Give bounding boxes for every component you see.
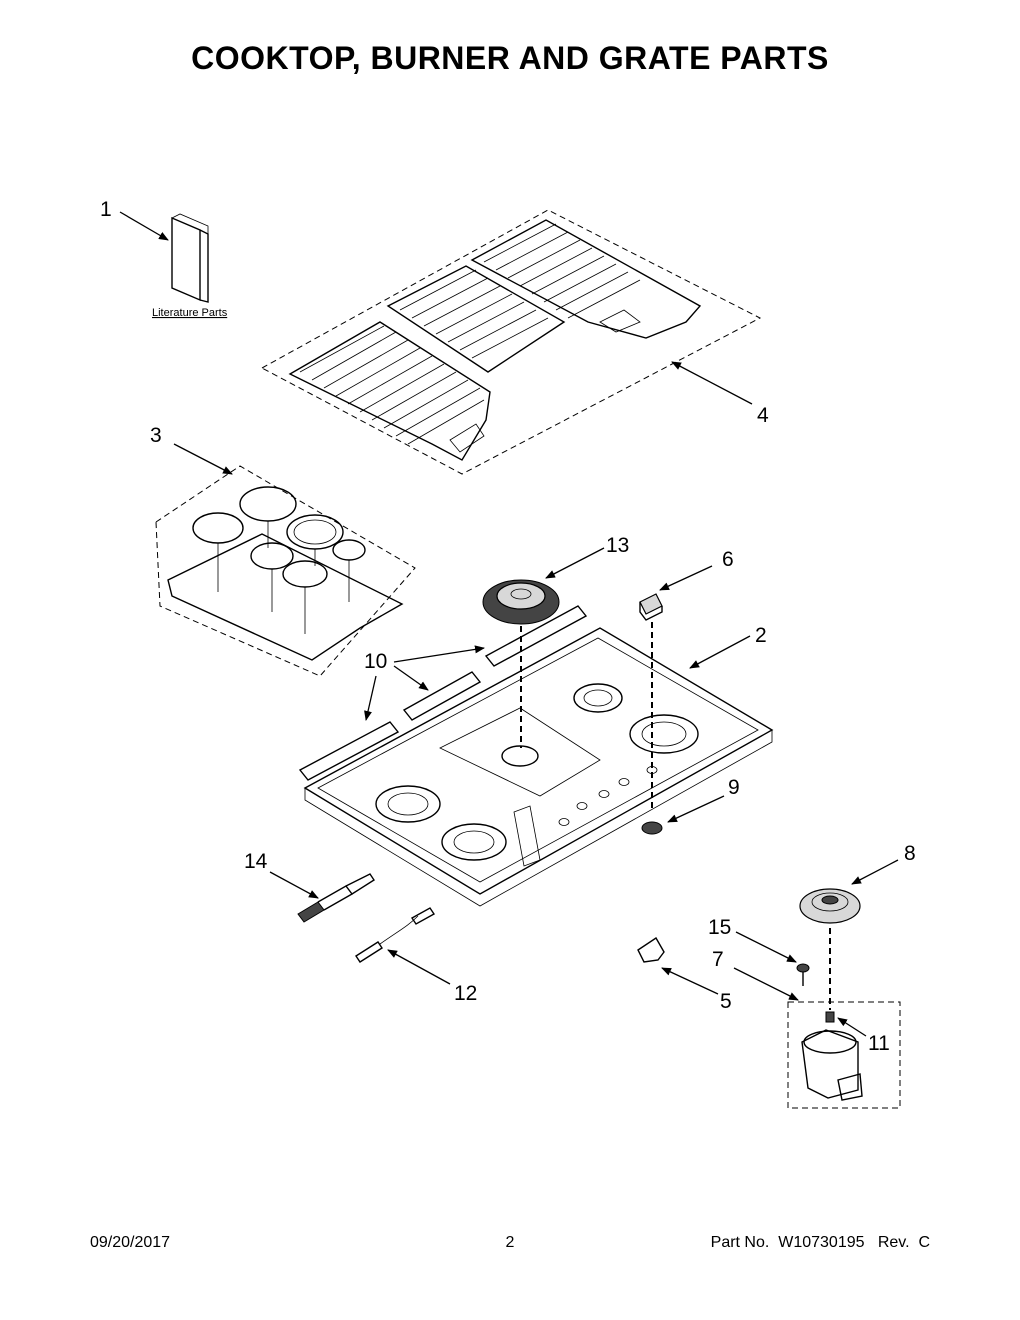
grates-group bbox=[260, 209, 762, 475]
leader-9 bbox=[667, 795, 725, 823]
leader-12 bbox=[387, 949, 451, 985]
burner-opening-rear-right bbox=[573, 683, 623, 713]
leader-14 bbox=[269, 871, 319, 899]
burner-cap-round-2 bbox=[239, 486, 297, 522]
callout-4: 4 bbox=[757, 404, 769, 427]
grate-left bbox=[288, 321, 491, 461]
leader-10b bbox=[393, 665, 429, 691]
burner-head-large bbox=[482, 579, 560, 625]
literature-booklet bbox=[171, 213, 209, 303]
callout-3: 3 bbox=[150, 424, 162, 447]
burner-opening-front-left bbox=[375, 785, 441, 823]
screw bbox=[796, 963, 810, 986]
footer-part-number: Part No. W10730195 Rev. C bbox=[710, 1234, 930, 1251]
callout-11: 11 bbox=[868, 1032, 890, 1055]
leader-11 bbox=[837, 1017, 867, 1037]
burner-opening-front-middle bbox=[441, 823, 507, 861]
callout-7: 7 bbox=[712, 948, 724, 971]
burner-opening-front-right bbox=[629, 714, 699, 754]
callout-1: 1 bbox=[100, 198, 112, 221]
cover-group bbox=[155, 465, 416, 677]
leader-5 bbox=[661, 967, 719, 995]
grate-right bbox=[470, 219, 702, 339]
callout-2: 2 bbox=[755, 624, 767, 647]
burner-opening-center bbox=[501, 745, 539, 767]
grate-middle bbox=[386, 265, 566, 373]
burner-head-small bbox=[799, 888, 861, 924]
burner-cap-round-1 bbox=[192, 512, 244, 544]
page-title: COOKTOP, BURNER AND GRATE PARTS bbox=[191, 40, 829, 76]
callout-12: 12 bbox=[454, 982, 477, 1005]
leader-7 bbox=[733, 967, 799, 1001]
callout-15: 15 bbox=[708, 916, 731, 939]
cooktop bbox=[303, 627, 774, 907]
leader-10c bbox=[364, 675, 377, 721]
burner-cap-round-3 bbox=[250, 542, 294, 570]
leader-3 bbox=[173, 443, 233, 475]
callout-14: 14 bbox=[244, 850, 268, 873]
callout-10: 10 bbox=[364, 650, 387, 673]
spark-electrode bbox=[355, 907, 436, 963]
knob-bezel bbox=[641, 821, 663, 835]
callout-6: 6 bbox=[722, 548, 734, 571]
burner-cap-round-4 bbox=[282, 560, 328, 588]
clip bbox=[637, 937, 665, 963]
leader-8 bbox=[851, 859, 899, 885]
igniter-brackets bbox=[298, 605, 588, 781]
callout-8: 8 bbox=[904, 842, 916, 865]
callout-13: 13 bbox=[606, 534, 629, 557]
leader-2 bbox=[689, 635, 751, 669]
literature-parts-label: Literature Parts bbox=[152, 307, 228, 319]
leader-4 bbox=[671, 361, 753, 405]
callout-5: 5 bbox=[720, 990, 732, 1013]
leader-6 bbox=[659, 565, 713, 591]
leader-13 bbox=[545, 547, 605, 579]
knob bbox=[639, 593, 663, 621]
callout-9: 9 bbox=[728, 776, 740, 799]
burner-base-group bbox=[787, 1001, 901, 1109]
footer-page-number: 2 bbox=[505, 1234, 515, 1251]
leader-1 bbox=[119, 211, 169, 241]
leader-15 bbox=[735, 931, 797, 963]
burner-cap-small bbox=[332, 539, 366, 561]
footer-date: 09/20/2017 bbox=[90, 1234, 171, 1251]
igniter bbox=[297, 873, 375, 923]
leader-10a bbox=[393, 645, 485, 663]
